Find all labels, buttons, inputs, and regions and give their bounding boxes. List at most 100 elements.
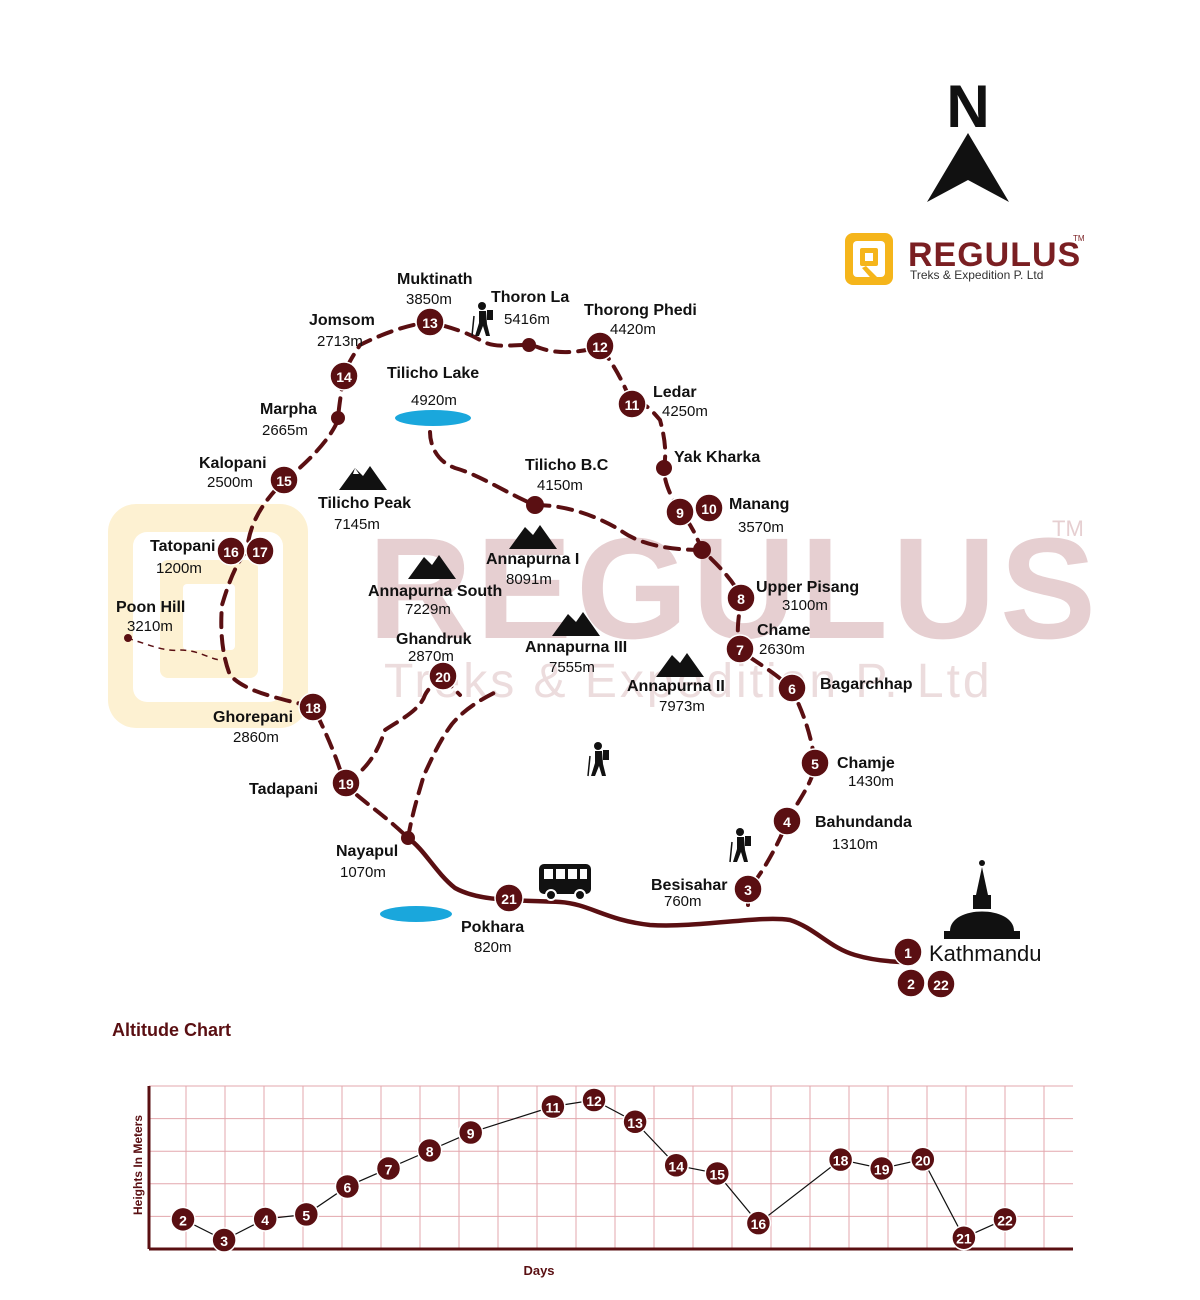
day-marker-label: 15 xyxy=(276,473,292,489)
waypoint-dot xyxy=(401,831,415,845)
chart-point-label: 7 xyxy=(385,1161,393,1177)
chart-point-label: 18 xyxy=(833,1153,849,1169)
day-marker-label: 3 xyxy=(744,882,752,898)
day-marker-label: 22 xyxy=(933,977,949,993)
day-marker-8: 8 xyxy=(726,583,756,613)
chart-point-5: 5 xyxy=(293,1201,320,1228)
peak-name: Tilicho Peak xyxy=(318,495,411,512)
stop-altitude: 4420m xyxy=(610,321,656,338)
day-marker-15: 15 xyxy=(269,465,299,495)
chart-point-21: 21 xyxy=(951,1224,977,1251)
stop-name: Upper Pisang xyxy=(756,579,859,596)
day-marker-16: 16 xyxy=(216,536,246,566)
day-marker-4: 4 xyxy=(772,806,802,836)
waypoint-dot xyxy=(526,496,544,514)
day-marker-6: 6 xyxy=(777,673,807,703)
road-line xyxy=(405,835,911,965)
day-marker-label: 1 xyxy=(904,945,912,961)
day-marker-label: 7 xyxy=(736,642,744,658)
day-marker-21: 21 xyxy=(494,883,524,913)
stop-name: Muktinath xyxy=(397,271,473,288)
chart-point-16: 16 xyxy=(745,1210,772,1236)
chart-point-8: 8 xyxy=(416,1137,443,1164)
chart-point-2: 2 xyxy=(170,1206,196,1233)
stupa-icon xyxy=(944,860,1020,939)
stop-altitude: 3100m xyxy=(782,597,828,614)
chart-point-15: 15 xyxy=(704,1160,731,1187)
stop-altitude: 3570m xyxy=(738,519,784,536)
stop-name: Besisahar xyxy=(651,877,728,894)
chart-point-20: 20 xyxy=(910,1146,936,1173)
stop-altitude: 4250m xyxy=(662,403,708,420)
stop-name: Pokhara xyxy=(461,919,524,936)
day-marker-20: 20 xyxy=(428,661,458,691)
stop-altitude: 820m xyxy=(474,939,512,956)
chart-point-19: 19 xyxy=(868,1155,895,1182)
peak-labels: Tilicho Peak 7145m Annapurna I 8091m Ann… xyxy=(318,495,725,715)
day-marker-19: 19 xyxy=(331,768,361,798)
day-marker-9: 9 xyxy=(665,497,695,527)
chart-point-label: 19 xyxy=(874,1161,890,1177)
day-marker-label: 4 xyxy=(783,814,791,830)
day-marker-label: 5 xyxy=(811,756,819,772)
day-marker-label: 10 xyxy=(701,501,717,517)
chart-point-11: 11 xyxy=(540,1093,566,1120)
chart-point-label: 12 xyxy=(586,1093,602,1109)
stop-altitude: 2630m xyxy=(759,641,805,658)
chart-point-13: 13 xyxy=(622,1109,648,1135)
waypoint-dots xyxy=(124,338,711,845)
stop-name: Chamje xyxy=(837,755,895,772)
chart-point-22: 22 xyxy=(992,1206,1018,1233)
waypoint-altitude: 2665m xyxy=(262,422,308,439)
waypoint-dot xyxy=(522,338,536,352)
waypoint-name: Poon Hill xyxy=(116,599,185,616)
chart-point-6: 6 xyxy=(334,1173,361,1200)
day-marker-18: 18 xyxy=(298,692,328,722)
stop-altitude: 3850m xyxy=(406,291,452,308)
mountain-icon xyxy=(408,555,456,579)
waypoint-name: Marpha xyxy=(260,401,317,418)
chart-point-label: 22 xyxy=(997,1212,1013,1228)
trek-route-line xyxy=(406,688,502,840)
day-marker-label: 11 xyxy=(625,397,640,413)
chart-point-label: 3 xyxy=(220,1233,228,1249)
day-marker-label: 12 xyxy=(592,339,608,355)
altitude-chart: Altitude Chart Days Heights In Meters 23… xyxy=(112,1020,1073,1278)
waypoint-dot xyxy=(124,634,132,642)
day-marker-7: 7 xyxy=(725,634,755,664)
waypoint-dot xyxy=(693,541,711,559)
waypoint-altitude: 3210m xyxy=(127,618,173,635)
waypoint-name: Thoron La xyxy=(491,289,569,306)
brand-name: REGULUS xyxy=(908,236,1081,274)
stop-labels: Kathmandu Besisahar 760m Bahundanda 1310… xyxy=(150,271,1042,966)
north-letter: N xyxy=(946,73,989,140)
chart-point-label: 6 xyxy=(344,1179,352,1195)
stop-name: Bahundanda xyxy=(815,814,912,831)
peak-name: Annapurna South xyxy=(368,583,502,600)
chart-point-label: 8 xyxy=(426,1143,434,1159)
stop-altitude: 2870m xyxy=(408,648,454,665)
chart-point-18: 18 xyxy=(827,1146,854,1173)
chart-point-14: 14 xyxy=(663,1152,689,1179)
day-marker-label: 14 xyxy=(336,369,352,385)
stop-altitude: 2713m xyxy=(317,333,363,350)
stop-name: Tadapani xyxy=(249,781,318,798)
day-marker-2: 2 xyxy=(896,968,926,998)
day-marker-label: 16 xyxy=(223,544,239,560)
day-marker-13: 13 xyxy=(415,307,445,337)
stop-altitude: 2860m xyxy=(233,729,279,746)
day-marker-11: 11 xyxy=(617,389,647,419)
stop-name: Ghorepani xyxy=(213,709,293,726)
waypoint-name: Nayapul xyxy=(336,843,398,860)
waypoint-altitude: 4150m xyxy=(537,477,583,494)
waypoint-dot xyxy=(656,460,672,476)
trekker-icon xyxy=(587,742,609,777)
chart-point-label: 2 xyxy=(179,1212,187,1228)
watermark-tm: TM xyxy=(1052,516,1084,541)
chart-point-9: 9 xyxy=(457,1119,484,1146)
peak-altitude: 8091m xyxy=(506,571,552,588)
x-axis-label: Days xyxy=(523,1263,554,1278)
waypoint-altitude: 4920m xyxy=(411,392,457,409)
chart-point-label: 13 xyxy=(627,1115,643,1131)
